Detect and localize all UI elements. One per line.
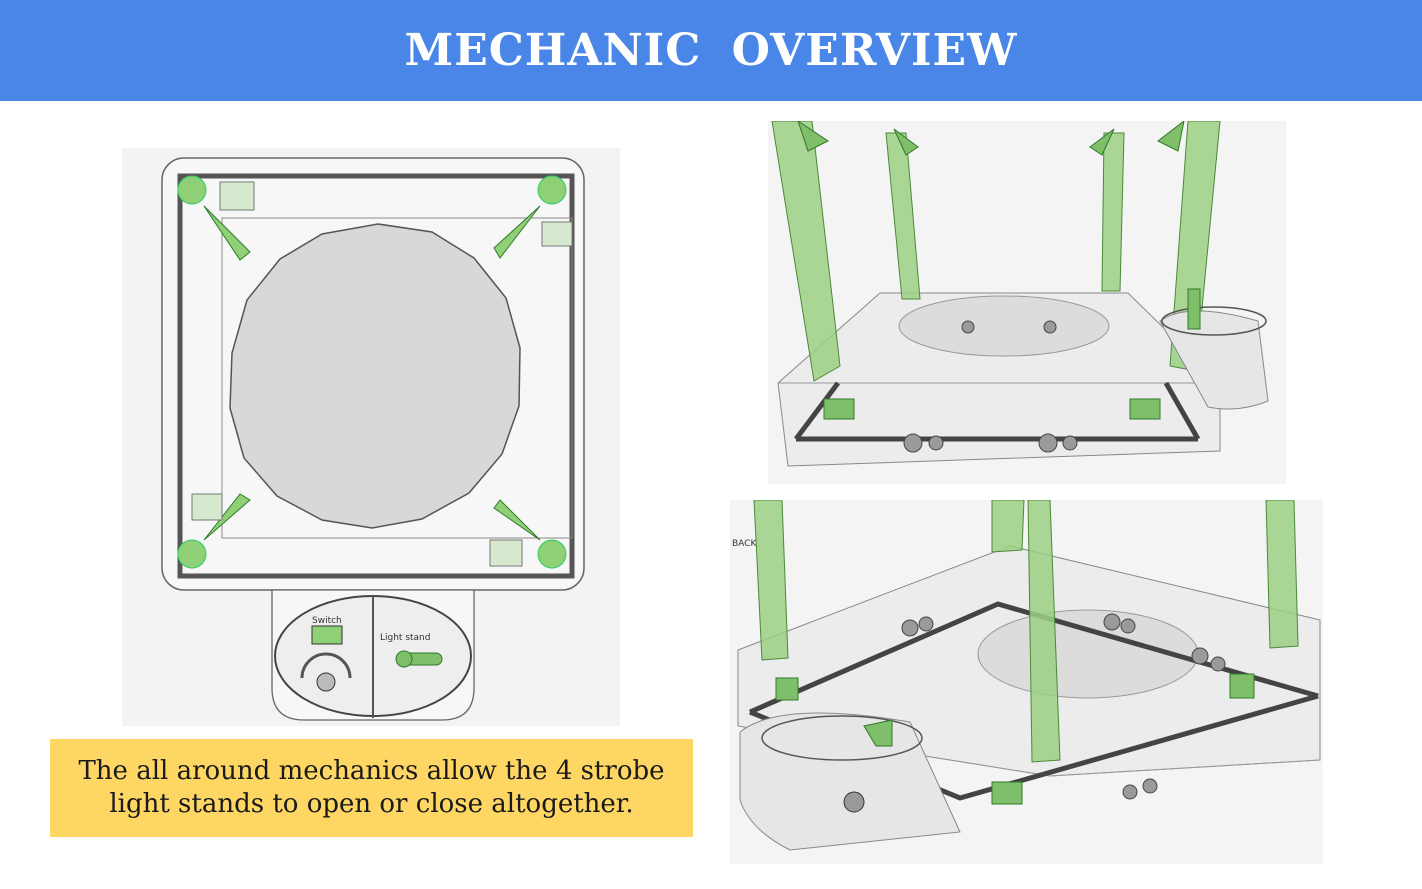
turntable	[898, 295, 1110, 357]
side-lever	[1187, 288, 1201, 330]
switch-dial	[300, 652, 352, 679]
back-label: BACK	[732, 539, 757, 549]
top-view-svg: Switch Light stand	[161, 157, 585, 721]
corner-bracket-left	[823, 398, 855, 420]
perspective-front-diagram	[768, 121, 1286, 484]
gears	[901, 613, 1226, 800]
switch-block	[311, 625, 343, 645]
light-stand-top-right	[493, 175, 573, 259]
rear-control-housing	[739, 712, 961, 851]
light-stand-top-left	[177, 175, 255, 261]
switch-label: Switch	[312, 616, 342, 626]
corner-bracket-front	[991, 781, 1023, 805]
stand-label: Light stand	[380, 633, 430, 643]
light-stand-bottom-right	[489, 499, 567, 569]
top-view-diagram: Switch Light stand	[122, 148, 620, 726]
caption-box: The all around mechanics allow the 4 str…	[50, 739, 693, 837]
caption-text: The all around mechanics allow the 4 str…	[78, 756, 665, 819]
corner-bracket-right	[1229, 673, 1255, 699]
rear-control-top	[761, 715, 923, 761]
corner-bracket-right	[1129, 398, 1161, 420]
switch-knob	[316, 672, 336, 692]
page-title: MECHANIC OVERVIEW	[404, 25, 1018, 76]
rear-knob	[843, 791, 865, 813]
perspective-rear-diagram: BACK	[730, 500, 1323, 864]
rod-frame	[794, 381, 1201, 442]
perspective-rear-svg: BACK	[732, 500, 1321, 851]
side-control-top	[1161, 306, 1267, 336]
stand-lamps	[797, 121, 1185, 156]
stand-lever-pivot	[395, 650, 413, 668]
light-stand-bottom-left	[177, 493, 251, 569]
light-stands	[753, 500, 1299, 763]
light-stands	[771, 121, 1221, 382]
header-bar: MECHANIC OVERVIEW	[0, 0, 1422, 101]
side-control-housing	[1159, 310, 1269, 410]
gears	[903, 320, 1078, 453]
turntable	[229, 223, 521, 529]
corner-bracket-left	[775, 677, 799, 701]
rear-lever	[863, 719, 893, 747]
inner-plate	[221, 217, 573, 539]
perspective-front-svg	[771, 121, 1269, 467]
